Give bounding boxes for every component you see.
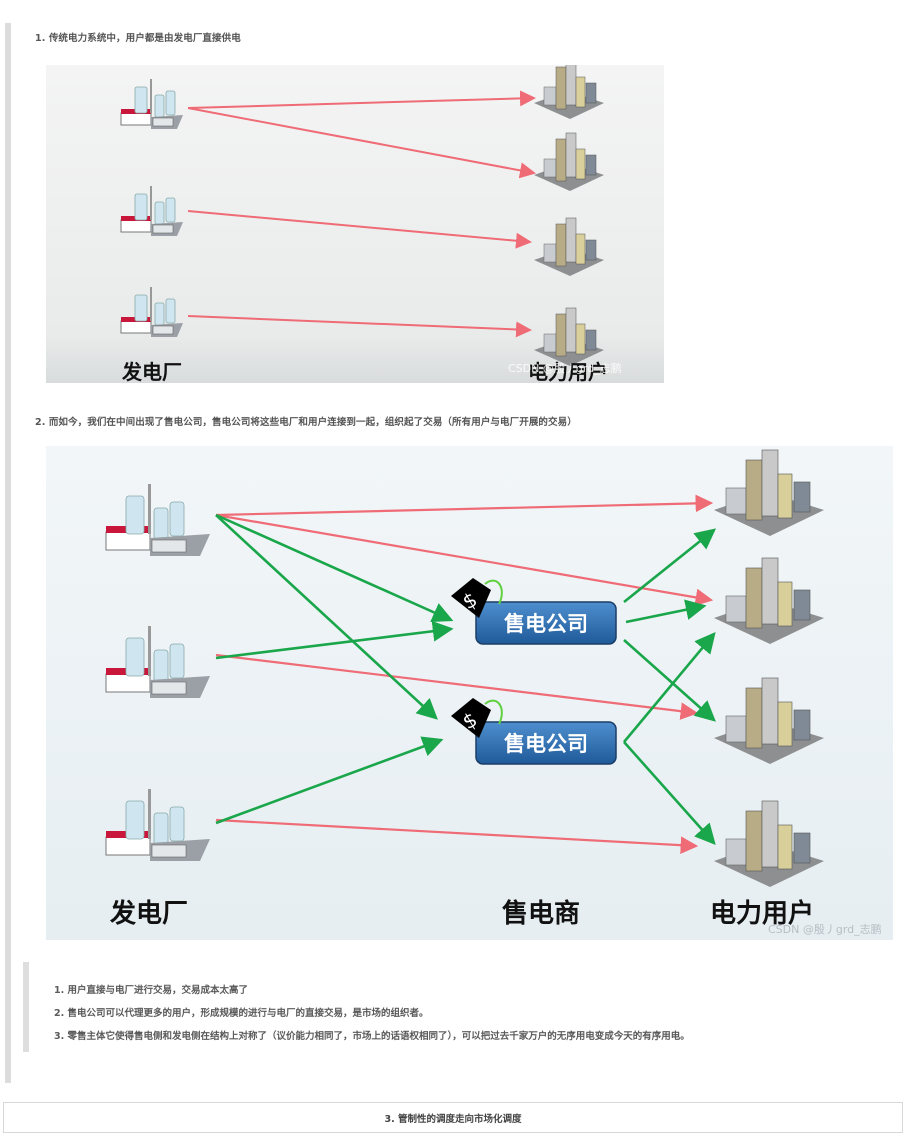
label-retailers: 售电商 [502,898,580,929]
paragraph-retail-company: 2. 而如今，我们在中间出现了售电公司，售电公司将这些电厂和用户连接到一起，组织… [35,417,577,428]
figure-retail-market: $ 售电公司 [46,446,893,940]
retail-company-box-1: 售电公司 [475,601,617,645]
section-heading-box: 3. 管制性的调度走向市场化调度 [3,1102,903,1133]
note-item: 3. 零售主体它使得售电侧和发电侧在结构上对称了（议价能力相同了，市场上的话语权… [54,1031,690,1042]
section-heading: 3. 管制性的调度走向市场化调度 [384,1113,522,1125]
blockquote-notes: 1. 用户直接与电厂进行交易，交易成本太高了 2. 售电公司可以代理更多的用户，… [23,962,893,1052]
label-power-users: 电力用户 [710,898,814,929]
figure-traditional-supply: 发电厂 电力用户 CSDN @殷丿grd_志鹏 [46,65,664,383]
label-power-users: 电力用户 [528,360,608,383]
label-power-plants: 发电厂 [121,360,182,383]
note-item: 2. 售电公司可以代理更多的用户，形成规模的进行与电厂的直接交易，是市场的组织者… [54,1008,429,1019]
label-power-plants: 发电厂 [109,898,188,929]
paragraph-traditional-system: 1. 传统电力系统中，用户都是由发电厂直接供电 [35,33,241,44]
retail-company-label-1: 售电公司 [504,612,588,636]
watermark: CSDN @殷丿grd_志鹏 [768,923,882,936]
blockquote-main [5,23,905,1083]
retail-company-label-2: 售电公司 [504,732,588,756]
retail-company-box-2: 售电公司 [475,721,617,765]
note-item: 1. 用户直接与电厂进行交易，交易成本太高了 [54,985,249,996]
watermark: CSDN @殷丿grd_志鹏 [508,362,622,375]
